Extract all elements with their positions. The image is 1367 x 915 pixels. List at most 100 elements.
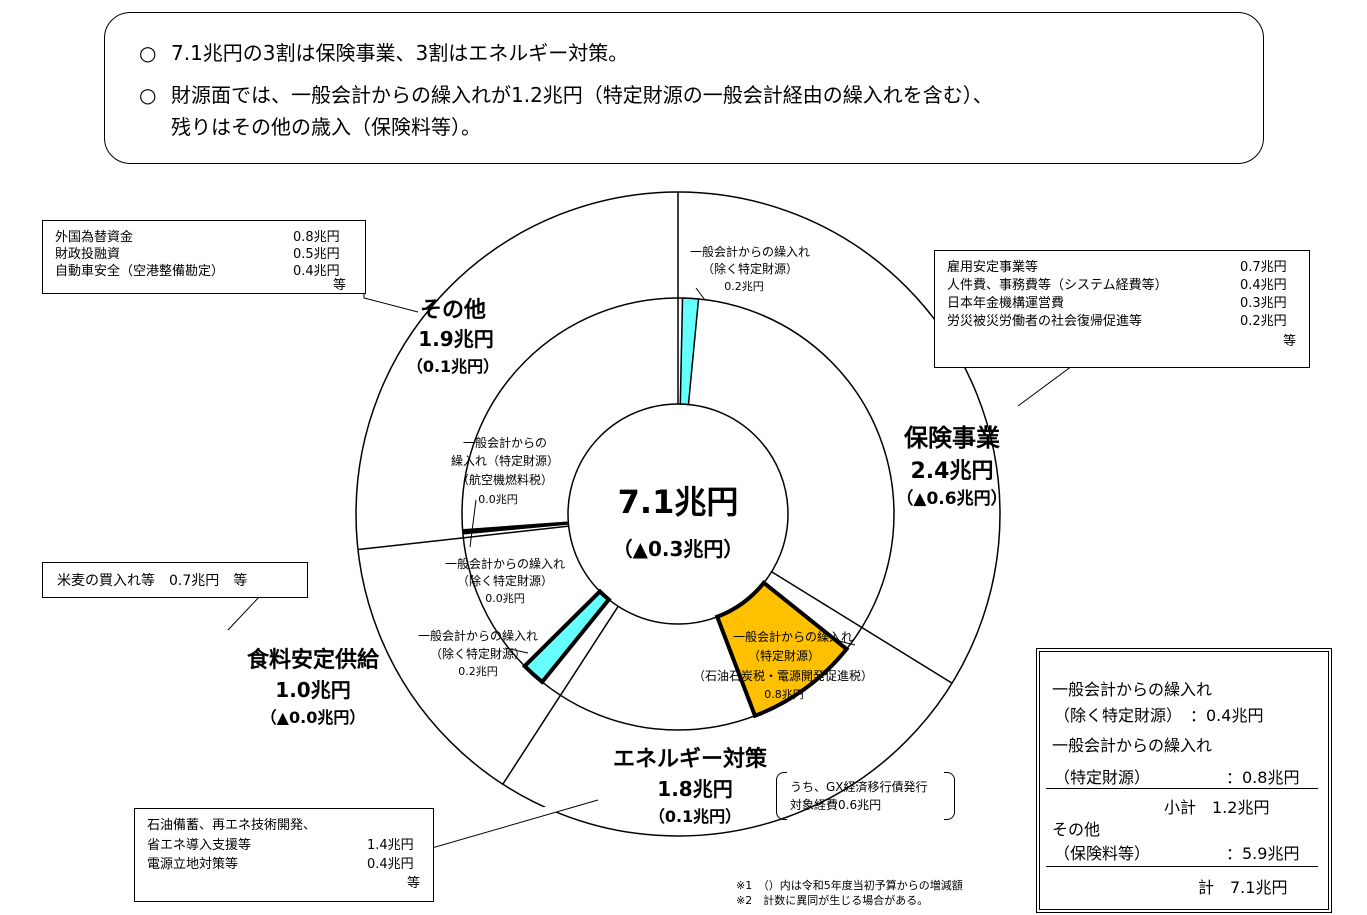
callout-pointer	[1017, 365, 1074, 407]
callout-energy-etc: 等	[407, 876, 421, 891]
segment-food-name: 食料安定供給	[247, 647, 380, 673]
inner-other-special-l4: 0.0兆円	[478, 493, 518, 506]
legend-row-1: 一般会計からの繰入れ	[1052, 680, 1213, 699]
gx-note-2: 対象経費0.6兆円	[790, 798, 882, 812]
segment-energy-value: 1.8兆円	[657, 777, 732, 801]
callout-hoken-name-4: 労災被災労働者の社会復帰促進等	[947, 314, 1143, 329]
inner-wedge-energy-special	[714, 579, 850, 719]
gx-note-1: うち、GX経済移行債発行	[790, 780, 928, 794]
callout-other-value-2: 0.5兆円	[293, 247, 340, 262]
segment-energy-change: （0.1兆円）	[649, 807, 741, 826]
segment-food-change: （▲0.0兆円）	[261, 708, 366, 727]
legend-row-4a: （特定財源）	[1054, 768, 1151, 787]
inner-wedge-food-general	[521, 588, 612, 685]
callout-other-etc: 等	[333, 278, 347, 293]
callout-hoken: 雇用安定事業等 0.7兆円 人件費、事務費等（システム経費等） 0.4兆円 日本…	[934, 250, 1310, 368]
callout-hoken-name-2: 人件費、事務費等（システム経費等）	[947, 278, 1168, 293]
summary-text-2: 財源面では、一般会計からの繰入れが1.2兆円（特定財源の一般会計経由の繰入れを含…	[171, 83, 993, 107]
note-2: ※2 計数に異同が生じる場合がある。	[736, 894, 929, 907]
segment-hoken-value: 2.4兆円	[911, 459, 994, 484]
inner-food-l1: 一般会計からの繰入れ	[418, 628, 538, 643]
summary-text-1: 7.1兆円の3割は保険事業、3割はエネルギー対策。	[171, 41, 629, 65]
gx-bracket-left	[776, 772, 787, 820]
inner-wedge-other-special	[462, 521, 570, 535]
inner-energy-l4: 0.8兆円	[764, 688, 804, 701]
callout-pointer	[363, 273, 419, 313]
segment-food-value: 1.0兆円	[275, 678, 350, 702]
inner-hoken-l2: （除く特定財源）	[702, 261, 798, 276]
inner-hoken-l3: 0.2兆円	[724, 280, 764, 293]
segment-divider	[357, 525, 569, 551]
inner-other-special-l3: （航空機燃料税）	[457, 472, 553, 487]
inner-other-special-l1: 一般会計からの	[463, 435, 547, 450]
summary-line-3: 残りはその他の歳入（保険料等）。	[171, 115, 481, 139]
inner-energy-l1: 一般会計からの繰入れ	[733, 629, 853, 644]
callout-other-value-3: 0.4兆円	[293, 264, 340, 279]
callout-hoken-value-1: 0.7兆円	[1240, 260, 1287, 275]
callout-pointer	[431, 799, 599, 849]
callout-food-text: 米麦の買入れ等 0.7兆円 等	[57, 573, 248, 589]
legend-divider-1	[1046, 788, 1318, 789]
callout-pointer	[196, 595, 262, 631]
inner-food-l3: 0.2兆円	[458, 665, 498, 678]
bullet-marker: ○	[139, 83, 157, 107]
segment-hoken-change: （▲0.6兆円）	[896, 488, 1007, 509]
callout-food: 米麦の買入れ等 0.7兆円 等	[42, 562, 308, 598]
callout-other-name-1: 外国為替資金	[55, 230, 134, 245]
legend-row-2: （除く特定財源） ：0.4兆円	[1054, 706, 1264, 725]
legend-subtotal: 小計 1.2兆円	[1164, 798, 1270, 817]
summary-box: ○ 7.1兆円の3割は保険事業、3割はエネルギー対策。 ○ 財源面では、一般会計から…	[104, 12, 1264, 164]
inner-other-special-l2: 繰入れ（特定財源）	[451, 453, 559, 468]
legend-total: 計 7.1兆円	[1198, 878, 1288, 897]
legend-divider-2	[1046, 866, 1318, 867]
callout-other: 外国為替資金 0.8兆円 財政投融資 0.5兆円 自動車安全（空港整備勘定） 0…	[42, 220, 366, 294]
inner-other-general-l2: （除く特定財源）	[457, 573, 553, 588]
inner-energy-l3: （石油石炭税・電源開発促進税）	[693, 669, 873, 683]
legend-row-6: その他	[1052, 820, 1101, 839]
bullet-marker: ○	[139, 41, 157, 65]
leader-line	[695, 287, 706, 301]
legend-row-7b: ：5.9兆円	[1226, 844, 1300, 863]
inner-energy-l2: （特定財源）	[748, 648, 820, 663]
inner-other-general-l3: 0.0兆円	[485, 592, 525, 605]
callout-energy: 石油備蓄、再エネ技術開発、 省エネ導入支援等 1.4兆円 電源立地対策等 0.4…	[134, 808, 434, 902]
center-change: （▲0.3兆円）	[613, 537, 744, 561]
note-1: ※1 （）内は令和5年度当初予算からの増減額	[736, 879, 963, 892]
legend-row-3: 一般会計からの繰入れ	[1052, 736, 1213, 755]
segment-other-name: その他	[420, 298, 486, 323]
segment-other-value: 1.9兆円	[418, 327, 493, 351]
legend-row-4b: ：0.8兆円	[1226, 768, 1300, 787]
callout-energy-value-3: 0.4兆円	[367, 857, 414, 872]
inner-food-l2: （除く特定財源）	[430, 646, 526, 661]
callout-hoken-name-3: 日本年金機構運営費	[947, 296, 1065, 311]
segment-other-change: （0.1兆円）	[407, 357, 499, 376]
leader-line	[469, 499, 477, 548]
summary-line-1: ○ 7.1兆円の3割は保険事業、3割はエネルギー対策。	[139, 37, 628, 66]
callout-other-name-2: 財政投融資	[55, 247, 121, 262]
callout-hoken-etc: 等	[1283, 334, 1297, 349]
gx-bracket-right	[944, 772, 955, 820]
callout-energy-name-1: 石油備蓄、再エネ技術開発、	[147, 818, 317, 833]
callout-energy-value-2: 1.4兆円	[367, 838, 414, 853]
segment-divider	[771, 571, 953, 684]
callout-hoken-name-1: 雇用安定事業等	[947, 260, 1039, 275]
segment-divider	[502, 605, 619, 785]
inner-hoken-l1: 一般会計からの繰入れ	[690, 244, 810, 259]
segment-hoken-name: 保険事業	[903, 424, 1000, 452]
legend-row-7a: （保険料等）	[1054, 844, 1151, 863]
callout-hoken-value-4: 0.2兆円	[1240, 314, 1287, 329]
leader-line	[504, 647, 529, 654]
callout-hoken-value-2: 0.4兆円	[1240, 278, 1287, 293]
inner-other-general-l1: 一般会計からの繰入れ	[445, 556, 565, 571]
callout-other-value-1: 0.8兆円	[293, 230, 340, 245]
callout-other-name-3: 自動車安全（空港整備勘定）	[55, 264, 225, 279]
funding-legend: 一般会計からの繰入れ （除く特定財源） ：0.4兆円 一般会計からの繰入れ （特…	[1036, 648, 1332, 913]
inner-wedge-hoken-general	[679, 297, 700, 406]
segment-energy-name: エネルギー対策	[613, 746, 768, 772]
leader-line	[834, 639, 856, 646]
callout-energy-name-2: 省エネ導入支援等	[147, 838, 252, 853]
center-total: 7.1兆円	[618, 483, 739, 521]
callout-hoken-value-3: 0.3兆円	[1240, 296, 1287, 311]
callout-energy-name-3: 電源立地対策等	[147, 857, 239, 872]
